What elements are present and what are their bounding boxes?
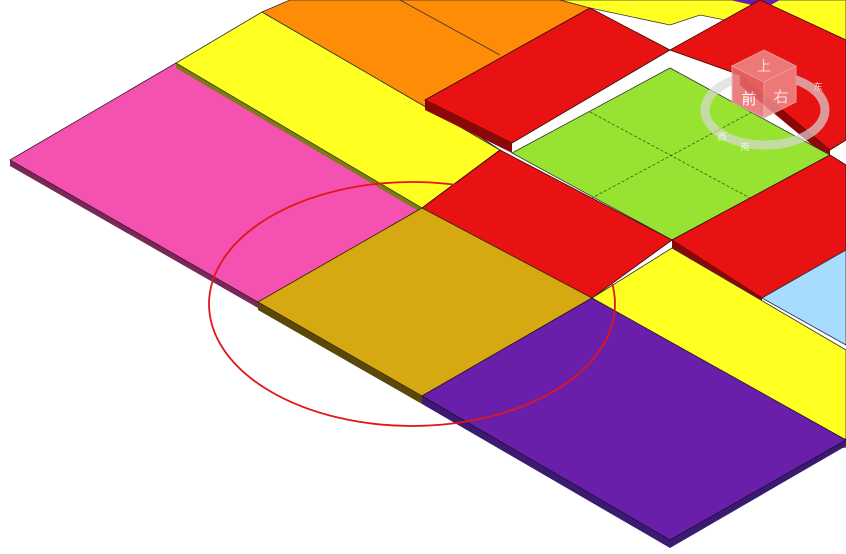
purple-slab-edge-right bbox=[670, 438, 846, 548]
green-slab-seam-a bbox=[589, 111, 751, 199]
orange-slab-seam bbox=[399, 0, 501, 56]
pink-slab-edge bbox=[10, 160, 258, 308]
yellow-upper-edge bbox=[176, 63, 422, 213]
compass-label-east[interactable]: 东 bbox=[813, 81, 822, 93]
view-cube-top-label: 上 bbox=[757, 59, 771, 75]
red-upper-left-side bbox=[425, 100, 512, 153]
compass-label-west[interactable]: 西 bbox=[717, 132, 726, 143]
purple-floor-slab[interactable] bbox=[421, 297, 846, 548]
light-blue-slab-top bbox=[761, 249, 846, 346]
selection-ellipse bbox=[208, 181, 616, 427]
purple-slab-edge bbox=[422, 396, 670, 548]
green-slab-seam-b bbox=[591, 111, 753, 199]
view-cube-right-face[interactable] bbox=[763, 65, 797, 119]
compass-label-south[interactable]: 南 bbox=[740, 141, 749, 153]
light-blue-floor-slab[interactable] bbox=[761, 249, 846, 346]
view-cube-front-label: 前 bbox=[741, 90, 756, 108]
view-cube-right-label: 右 bbox=[773, 88, 788, 106]
view-cube-widget[interactable]: 上 前 右 西 南 东 bbox=[700, 49, 830, 153]
gold-slab-edge bbox=[258, 302, 422, 404]
purple-slab-top bbox=[421, 297, 846, 541]
view-cube[interactable]: 上 前 右 bbox=[730, 49, 798, 119]
